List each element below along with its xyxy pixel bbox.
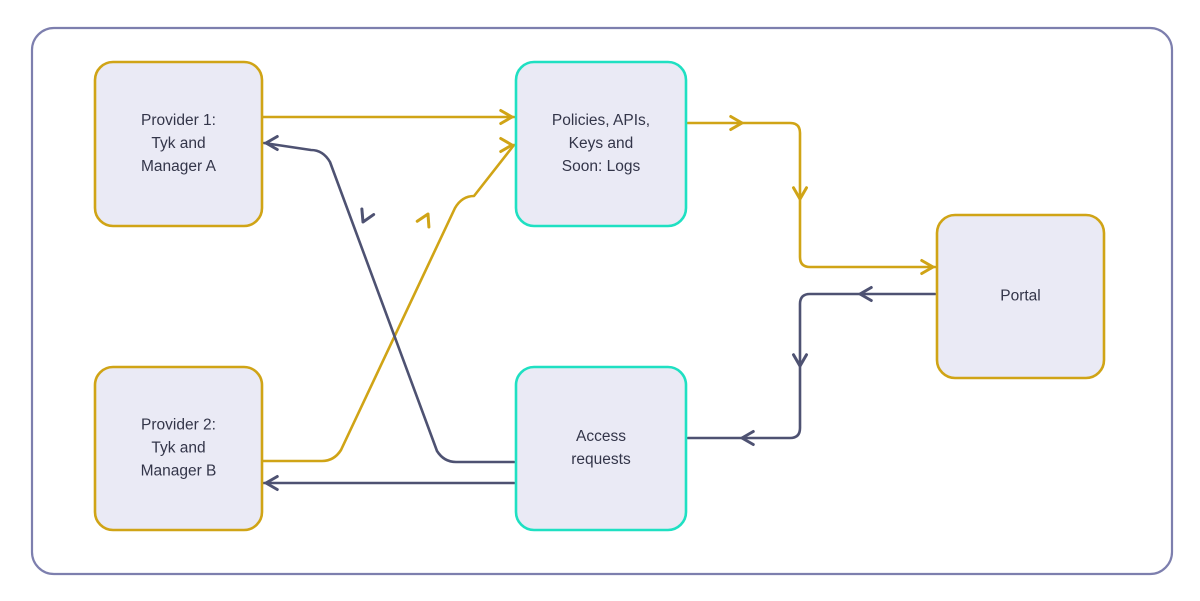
edge-provider1-to-policies (260, 109, 516, 125)
edge-portal-to-accessrequests-arrow-mid-h (858, 286, 873, 302)
node-portal[interactable]: Portal (935, 213, 1106, 380)
edge-accessrequests-to-provider2 (262, 475, 516, 491)
edge-layer (260, 109, 937, 491)
node-access-requests-box[interactable] (514, 365, 688, 532)
edge-portal-to-accessrequests (686, 286, 937, 446)
edge-provider2-to-policies-arrow-mid (415, 212, 431, 229)
edge-accessrequests-to-provider1-line (262, 141, 516, 464)
node-provider-1-box[interactable] (93, 60, 264, 228)
edge-provider2-to-policies-line (260, 143, 516, 463)
edge-policies-to-portal-line (686, 121, 937, 269)
edge-policies-to-portal-arrow-mid-h (729, 115, 744, 131)
edge-provider2-to-policies (260, 137, 516, 463)
edge-accessrequests-to-provider2-arrowhead (264, 475, 279, 491)
node-provider-2-box[interactable] (93, 365, 264, 532)
edge-policies-to-portal-arrow-mid-v (792, 186, 808, 201)
edge-portal-to-accessrequests-arrow-mid-v (792, 353, 808, 368)
frame-layer (30, 26, 1174, 576)
edge-policies-to-portal-arrowhead (920, 259, 935, 275)
node-portal-box[interactable] (935, 213, 1106, 380)
edge-provider1-to-policies-arrowhead (499, 109, 514, 125)
edge-provider2-to-policies-arrowhead (499, 137, 514, 153)
node-portal-label: Portal (1000, 288, 1041, 305)
edge-accessrequests-to-provider1 (262, 135, 516, 464)
edge-policies-to-portal (686, 115, 937, 275)
outer-frame (30, 26, 1174, 576)
node-policies-apis-keys-logs-box[interactable] (514, 60, 688, 228)
edge-portal-to-accessrequests-arrowhead (740, 430, 755, 446)
edge-accessrequests-to-provider1-arrowhead (264, 135, 279, 151)
edge-accessrequests-to-provider1-arrow-mid (360, 207, 376, 224)
